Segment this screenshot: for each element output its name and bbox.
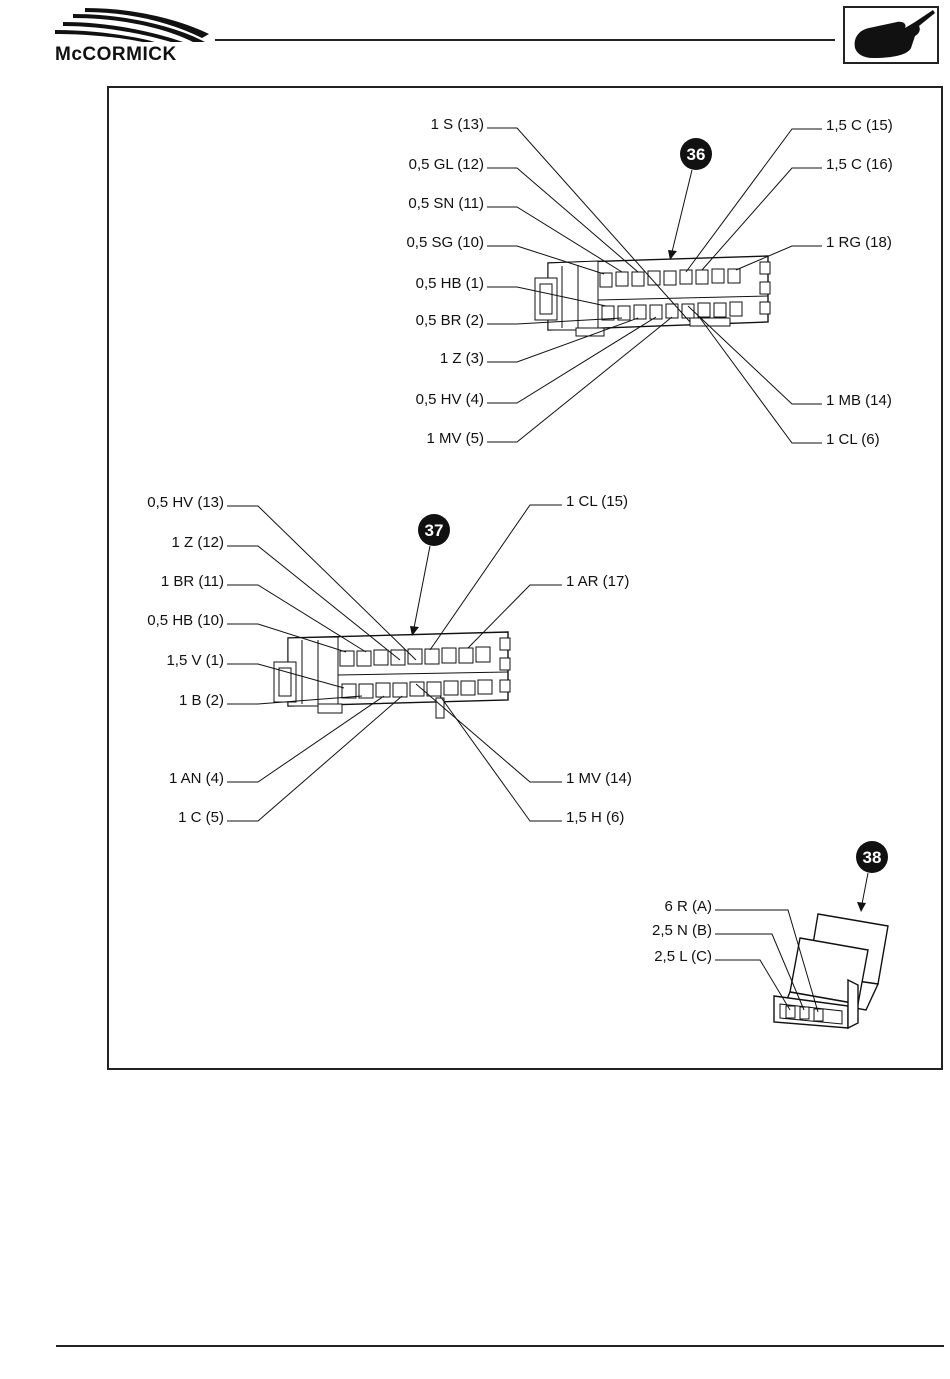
- connector-36-right-labels: 1,5 C (15) 1,5 C (16) 1 RG (18) 1 MB (14…: [685, 117, 893, 448]
- connector-37-left-labels: 0,5 HV (13) 1 Z (12) 1 BR (11) 0,5 HB (1…: [147, 494, 417, 826]
- wire-label: 1 RG (18): [826, 234, 892, 251]
- connector-37-bottom-pins: [341, 679, 493, 699]
- section-tab: [843, 6, 939, 64]
- wire-label: 1,5 V (1): [166, 652, 224, 669]
- wire-label: 0,5 HV (13): [147, 494, 224, 511]
- connector-37-right-labels: 1 CL (15) 1 AR (17) 1 MV (14) 1,5 H (6): [415, 493, 632, 826]
- wire-label: 1 B (2): [179, 692, 224, 709]
- connector-38-labels: 6 R (A) 2,5 N (B) 2,5 L (C): [652, 898, 819, 1013]
- connector-36-top-pins: [599, 268, 741, 288]
- wire-label: 1 Z (3): [440, 350, 484, 367]
- wire-label: 1,5 C (16): [826, 156, 893, 173]
- logo-stripes-icon: [55, 8, 209, 42]
- wire-label: 6 R (A): [664, 898, 712, 915]
- wire-label: 1 MV (14): [566, 770, 632, 787]
- wire-label: 1 MB (14): [826, 392, 892, 409]
- wire-label: 1 CL (15): [566, 493, 628, 510]
- wire-label: 2,5 N (B): [652, 922, 712, 939]
- connector-36-left-labels: 1 S (13) 0,5 GL (12) 0,5 SN (11) 0,5 SG …: [406, 116, 691, 447]
- wire-label: 0,5 HV (4): [416, 391, 484, 408]
- brand-name: McCORMICK: [55, 44, 177, 65]
- diagram-frame: [107, 86, 943, 1070]
- connector-37: 37 0,5 HV (13) 1 Z (12) 1 BR (11) 0,5 HB…: [147, 493, 632, 826]
- wire-label: 0,5 HB (10): [147, 612, 224, 629]
- footer-rule: [56, 1345, 944, 1347]
- wire-label: 1 Z (12): [171, 534, 224, 551]
- wire-label: 1 CL (6): [826, 431, 880, 448]
- wire-label: 1 MV (5): [426, 430, 484, 447]
- wire-label: 0,5 HB (1): [416, 275, 484, 292]
- connector-38-number: 38: [863, 848, 882, 867]
- wire-label: 0,5 BR (2): [416, 312, 484, 329]
- connector-36-body: [534, 255, 771, 337]
- connector-38: 38 6 R (A) 2,5 N (B) 2,5 L (C): [652, 841, 889, 1030]
- wire-label: 1,5 C (15): [826, 117, 893, 134]
- pointing-hand-icon: [854, 10, 935, 58]
- connector-38-badge: 38: [856, 841, 888, 912]
- wire-label: 0,5 GL (12): [409, 156, 484, 173]
- wire-label: 0,5 SN (11): [408, 195, 484, 212]
- connector-37-top-pins: [339, 646, 491, 667]
- wire-label: 1 C (5): [178, 809, 224, 826]
- wire-label: 2,5 L (C): [654, 948, 712, 965]
- wire-label: 1 BR (11): [161, 573, 224, 590]
- wire-label: 0,5 SG (10): [406, 234, 484, 251]
- connector-37-badge: 37: [410, 514, 450, 636]
- wire-label: 1 AN (4): [169, 770, 224, 787]
- wire-label: 1 AR (17): [566, 573, 629, 590]
- header-rule: [215, 39, 835, 41]
- wire-label: 1 S (13): [431, 116, 484, 133]
- connector-36-bottom-pins: [601, 301, 743, 321]
- connector-36-badge: 36: [668, 138, 712, 260]
- mccormick-logo: McCORMICK: [55, 8, 215, 66]
- connector-36: 36 1 S (13) 0,5 GL (12) 0,5 SN (11) 0,5 …: [406, 116, 892, 448]
- connector-38-body: [773, 913, 889, 1030]
- wire-label: 1,5 H (6): [566, 809, 624, 826]
- connector-36-number: 36: [687, 145, 706, 164]
- connector-37-number: 37: [425, 521, 444, 540]
